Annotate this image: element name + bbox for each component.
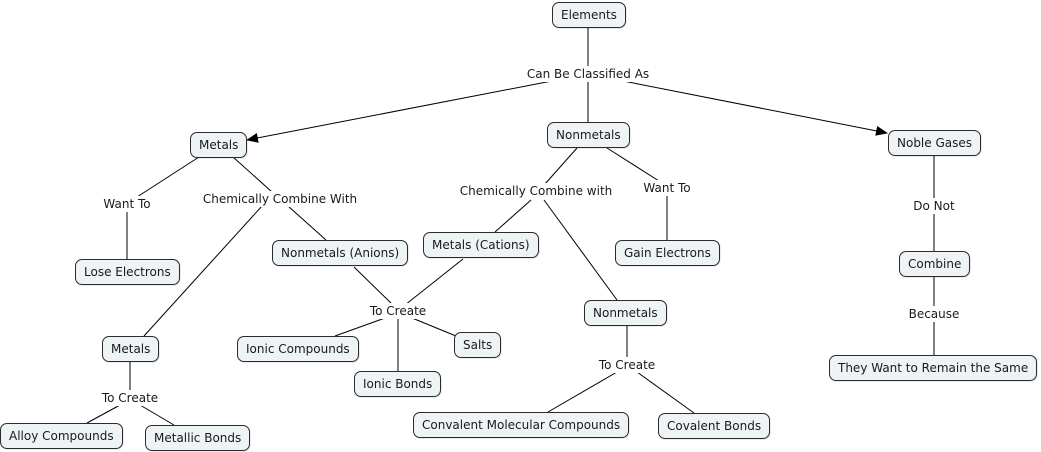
link-can-be-classified-as[interactable]: Can Be Classified As [525, 66, 651, 82]
link-do-not[interactable]: Do Not [912, 198, 956, 214]
concept-noble-gases[interactable]: Noble Gases [888, 130, 982, 156]
edge-cations-tocreate [404, 258, 464, 306]
link-nonmetals-want-to[interactable]: Want To [642, 180, 692, 196]
edge-tocreate-ioniccomp [334, 317, 386, 337]
edge-chem-anions [287, 205, 327, 241]
concept-salts[interactable]: Salts [454, 332, 502, 358]
concept-ionic-bonds[interactable]: Ionic Bonds [354, 371, 442, 397]
concept-convalent-molecular-compounds[interactable]: Convalent Molecular Compounds [413, 412, 630, 438]
edge-tocreate-convalent [547, 371, 618, 413]
edge-anions-tocreate [353, 266, 394, 306]
concept-remain-same[interactable]: They Want to Remain the Same [829, 355, 1038, 381]
edge-tocreate-salts [411, 317, 457, 337]
link-metals-want-to[interactable]: Want To [102, 196, 152, 212]
concept-combine[interactable]: Combine [899, 251, 971, 277]
edge-chem-nonmetals2 [543, 199, 618, 301]
edge-metals-wantto [136, 156, 200, 198]
concept-metals[interactable]: Metals [190, 132, 248, 158]
concept-alloy-compounds[interactable]: Alloy Compounds [0, 423, 123, 449]
concept-elements[interactable]: Elements [552, 2, 626, 28]
concept-ionic-compounds[interactable]: Ionic Compounds [237, 336, 359, 362]
concept-nonmetals-2[interactable]: Nonmetals [584, 300, 667, 326]
concept-lose-electrons[interactable]: Lose Electrons [75, 259, 180, 285]
link-covalent-to-create[interactable]: To Create [597, 357, 657, 373]
edge-tocreate-metallic [139, 404, 175, 426]
link-nonmetals-chemically-combine-with[interactable]: Chemically Combine with [458, 183, 614, 199]
edge-classified-noble [617, 79, 888, 136]
edge-metals-chem [232, 156, 273, 193]
concept-metallic-bonds[interactable]: Metallic Bonds [145, 425, 251, 451]
concept-metals-2[interactable]: Metals [102, 336, 160, 362]
concept-nonmetals-anions[interactable]: Nonmetals (Anions) [272, 240, 409, 266]
link-metals-chemically-combine-with[interactable]: Chemically Combine With [201, 191, 359, 207]
edge-chem-cations [494, 199, 532, 233]
edge-tocreate-alloy [86, 404, 121, 424]
edge-chem-metals2 [143, 205, 263, 337]
link-because[interactable]: Because [907, 306, 961, 322]
edge-classified-metals [246, 79, 558, 143]
concept-covalent-bonds[interactable]: Covalent Bonds [658, 413, 771, 439]
link-ionic-to-create[interactable]: To Create [368, 303, 428, 319]
concept-gain-electrons[interactable]: Gain Electrons [615, 240, 720, 266]
concept-nonmetals[interactable]: Nonmetals [547, 122, 630, 148]
edge-nonmetals-wantto [606, 147, 660, 182]
link-metallic-to-create[interactable]: To Create [100, 390, 160, 406]
edge-tocreate-covalent [636, 371, 695, 414]
edge-nonmetals-chem [544, 147, 578, 185]
concept-metals-cations[interactable]: Metals (Cations) [423, 232, 539, 258]
